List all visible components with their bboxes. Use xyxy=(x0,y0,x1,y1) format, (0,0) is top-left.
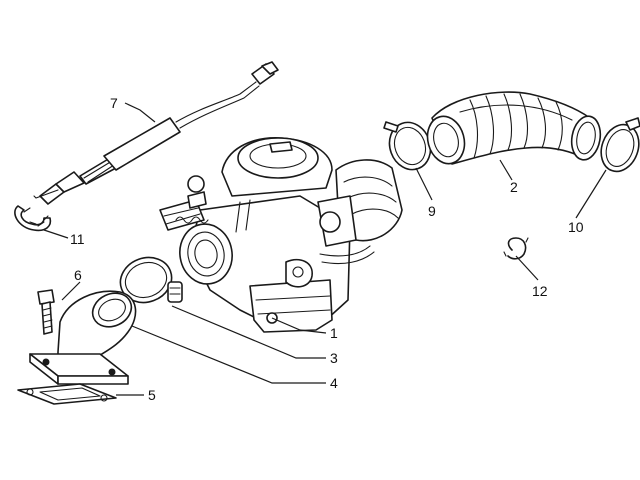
callout-11: 11 xyxy=(70,231,85,247)
inlet-clamp xyxy=(119,256,183,304)
callout-3: 3 xyxy=(330,350,338,366)
circlip xyxy=(503,237,529,260)
callout-7: 9 xyxy=(428,203,436,219)
gasket xyxy=(17,383,117,405)
callout-labels: 7 11 6 1 3 4 5 9 2 10 12 xyxy=(70,95,584,403)
callout-4: 4 xyxy=(330,375,338,391)
spring-clamp xyxy=(14,205,52,232)
hose-clamp-left xyxy=(383,121,432,171)
callout-9: 7 xyxy=(110,95,118,111)
bolt xyxy=(37,289,55,335)
throttle-cable xyxy=(33,61,279,205)
hose-clamp-right xyxy=(600,117,640,173)
callout-5: 5 xyxy=(148,387,156,403)
callout-1: 1 xyxy=(330,325,338,341)
callout-10: 10 xyxy=(568,219,584,235)
leader-lines xyxy=(43,102,607,396)
callout-2: 2 xyxy=(510,179,518,195)
carburetor xyxy=(159,137,403,333)
intake-hose xyxy=(426,91,602,165)
callout-6: 6 xyxy=(74,267,82,283)
callout-12: 12 xyxy=(532,283,548,299)
intake-manifold xyxy=(29,290,137,385)
